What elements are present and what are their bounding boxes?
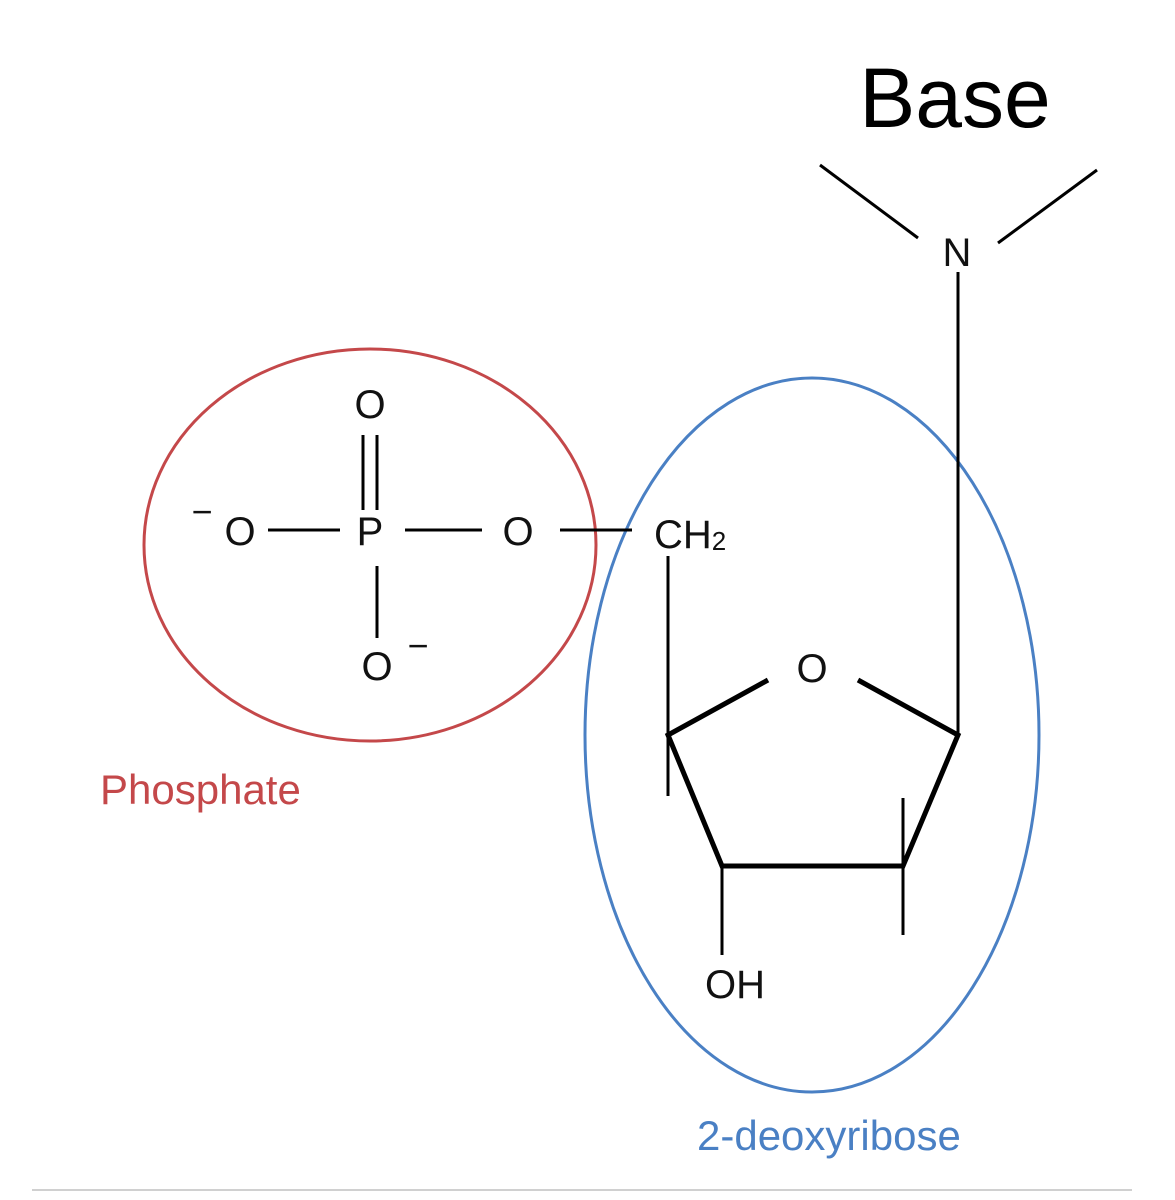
hydroxyl-group: OH bbox=[705, 963, 765, 1007]
oxygen-ester: O bbox=[502, 510, 533, 554]
sugar-ring-bonds bbox=[664, 677, 962, 869]
phosphate-label: Phosphate bbox=[100, 766, 301, 813]
oxygen-left: O bbox=[224, 510, 255, 554]
sugar-outline bbox=[583, 376, 1041, 1094]
ring-oxygen: O bbox=[796, 647, 827, 691]
phosphoryl-oxygen: O bbox=[354, 383, 385, 427]
base-bond-right bbox=[997, 168, 1098, 245]
nitrogen-atom: N bbox=[943, 231, 972, 275]
charge-left: − bbox=[191, 491, 212, 532]
phosphate-outline bbox=[142, 347, 598, 743]
ch2-group: CH2 bbox=[654, 513, 726, 557]
base-bond-left bbox=[819, 163, 919, 240]
sugar-label: 2-deoxyribose bbox=[697, 1112, 961, 1159]
charge-lower: − bbox=[407, 625, 428, 666]
phosphorus-atom: P bbox=[357, 510, 384, 554]
base-label: Base bbox=[859, 51, 1050, 145]
oxygen-lower: O bbox=[361, 645, 392, 689]
